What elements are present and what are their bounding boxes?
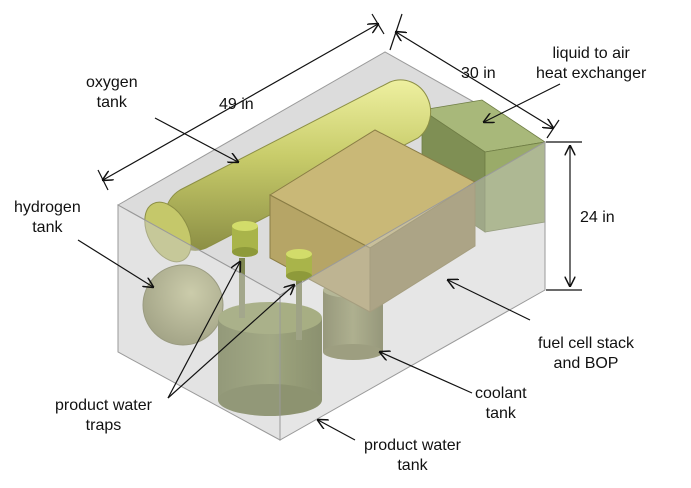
depth-dimension-label: 30 in (461, 65, 496, 82)
enclosure-side-face (279, 141, 546, 441)
height-dimension-label: 24 in (580, 209, 615, 226)
dimension-lines (97, 13, 582, 291)
length-dimension-label: 49 in (219, 96, 254, 113)
leader-lines (77, 83, 561, 441)
product-water-trap-right (286, 249, 312, 340)
